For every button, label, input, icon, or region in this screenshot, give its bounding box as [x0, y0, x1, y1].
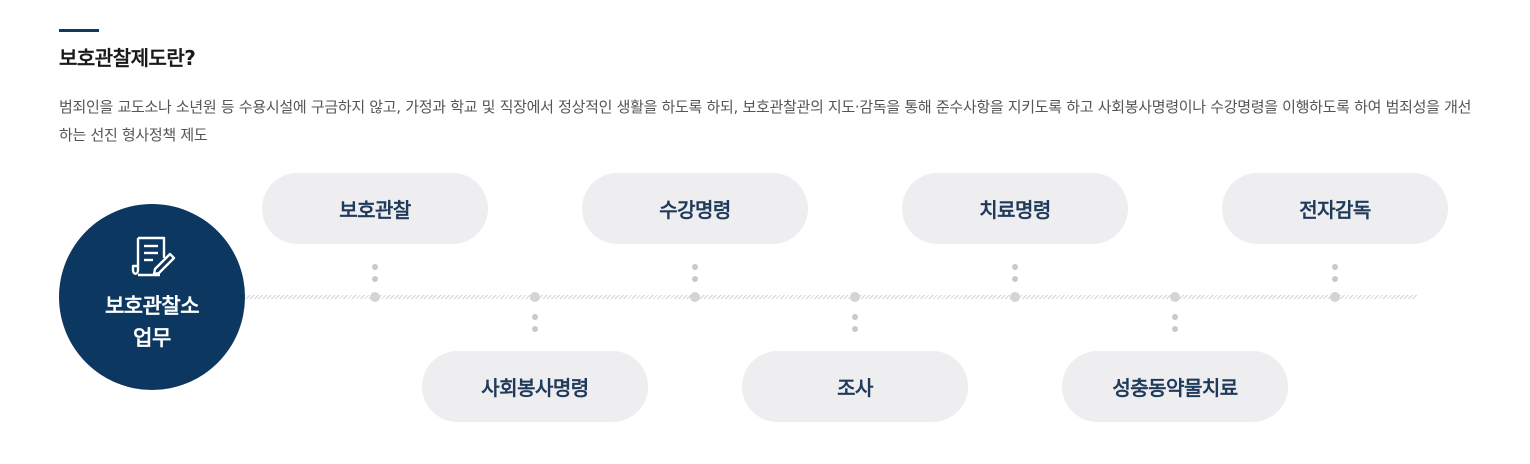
connector-dot [852, 314, 858, 320]
timeline-node [1010, 292, 1020, 302]
connector-dot [532, 314, 538, 320]
connector-dot [1332, 276, 1338, 282]
connector-dot [1172, 326, 1178, 332]
section-title: 보호관찰제도란? [59, 46, 196, 70]
document-pen-icon [131, 236, 176, 277]
timeline-node [1330, 292, 1340, 302]
main-node-label-line2: 업무 [133, 326, 171, 350]
task-pill-attendance-order[interactable]: 수강명령 [582, 173, 808, 244]
connector-dot [372, 264, 378, 270]
main-node-probation-office: 보호관찰소 업무 [59, 204, 245, 390]
connector-dot [372, 276, 378, 282]
connector-dot [1012, 264, 1018, 270]
timeline-line [245, 295, 1417, 299]
task-pill-treatment-order[interactable]: 치료명령 [902, 173, 1128, 244]
connector-dot [692, 264, 698, 270]
connector-dot [532, 326, 538, 332]
timeline-node [1170, 292, 1180, 302]
task-pill-community-service[interactable]: 사회봉사명령 [422, 351, 648, 422]
timeline-node [370, 292, 380, 302]
timeline-node [690, 292, 700, 302]
connector-dot [1012, 276, 1018, 282]
task-pill-electronic-monitoring[interactable]: 전자감독 [1222, 173, 1448, 244]
connector-dot [1172, 314, 1178, 320]
connector-dot [1332, 264, 1338, 270]
main-node-label-line1: 보호관찰소 [104, 294, 200, 318]
task-pill-chemical-castration[interactable]: 성충동약물치료 [1062, 351, 1288, 422]
task-pill-investigation[interactable]: 조사 [742, 351, 968, 422]
task-pill-probation[interactable]: 보호관찰 [262, 173, 488, 244]
connector-dot [692, 276, 698, 282]
connector-dot [852, 326, 858, 332]
section-description: 범죄인을 교도소나 소년원 등 수용시설에 구금하지 않고, 가정과 학교 및 … [59, 98, 1472, 144]
timeline-node [850, 292, 860, 302]
main-node-label: 보호관찰소 업무 [104, 290, 200, 354]
timeline-node [530, 292, 540, 302]
title-accent-bar [59, 29, 99, 32]
